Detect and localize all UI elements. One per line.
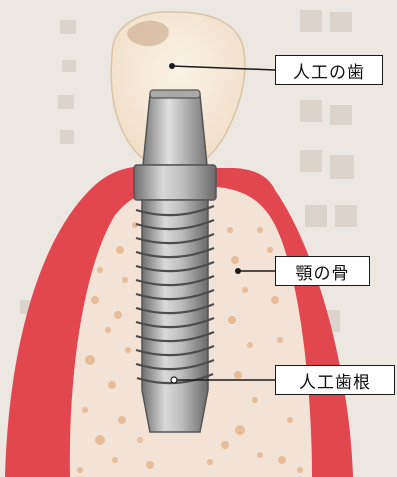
label-artificial-tooth-text: 人工の歯 — [293, 58, 365, 83]
label-jaw-bone-text: 顎の骨 — [296, 259, 350, 284]
abutment-cap — [150, 90, 200, 98]
label-artificial-root: 人工歯根 — [275, 365, 395, 395]
label-artificial-root-text: 人工歯根 — [299, 368, 371, 393]
implant-collar — [134, 165, 216, 200]
label-artificial-tooth: 人工の歯 — [275, 55, 383, 85]
implant-body — [142, 200, 208, 432]
abutment — [143, 95, 207, 165]
label-jaw-bone: 顎の骨 — [275, 256, 370, 286]
